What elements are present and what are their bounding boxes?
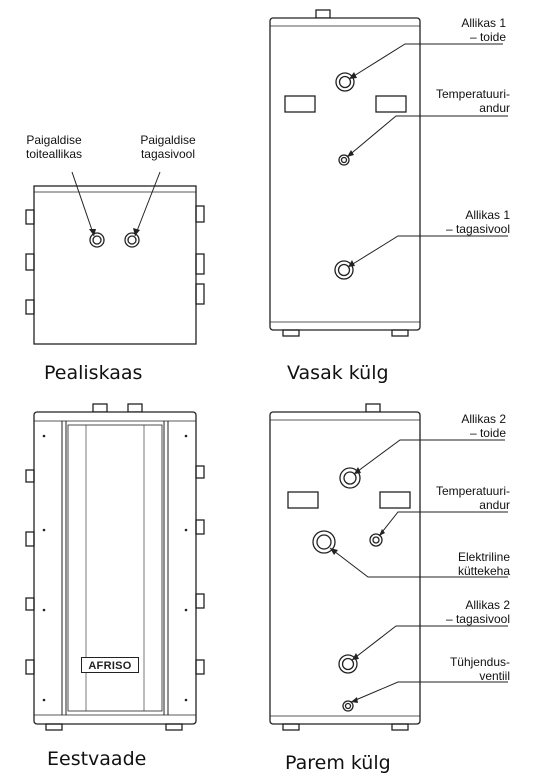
label-line: andur (479, 101, 510, 115)
left-side-drawing (269, 9, 508, 337)
right-side-drawing (269, 403, 508, 731)
label-line: Temperatuuri- (435, 484, 510, 498)
label-line: Allikas 2 (465, 598, 510, 612)
caption-top-view: Pealiskaas (44, 362, 143, 384)
right-source2-supply-port (339, 467, 361, 489)
caption-right-side: Parem külg (285, 752, 391, 774)
label-line: Temperatuuri- (435, 87, 510, 101)
label-line: – tagasivool (445, 222, 510, 236)
label-source1-supply: Allikas 1 – toide (428, 16, 506, 44)
label-line: – tagasivool (445, 612, 510, 626)
top-return-port (124, 232, 140, 248)
label-line: Allikas 2 (461, 412, 506, 426)
right-heater-port (312, 530, 336, 554)
label-source2-return: Allikas 2 – tagasivool (418, 598, 510, 626)
left-temp-sensor-port (338, 154, 350, 166)
label-line: ventiil (479, 669, 510, 683)
label-line: andur (479, 498, 510, 512)
label-line: – toide (469, 426, 506, 440)
label-line: Paigaldise (140, 133, 196, 147)
left-source1-supply-port (335, 72, 355, 92)
label-right-temp-sensor: Temperatuuri- andur (418, 484, 510, 512)
left-source1-return-port (334, 260, 354, 280)
front-view-drawing (25, 403, 205, 731)
label-line: küttekeha (457, 564, 510, 578)
label-line: tagasivool (140, 147, 196, 161)
label-line: Paigaldise (26, 133, 82, 147)
label-line: Allikas 1 (465, 208, 510, 222)
top-view-drawing (25, 171, 205, 345)
label-installation-return: Paigaldise tagasivool (118, 133, 218, 161)
label-installation-supply: Paigaldise toiteallikas (4, 133, 104, 161)
label-line: Elektriline (457, 550, 510, 564)
label-electric-heater: Elektriline küttekeha (418, 550, 510, 578)
right-drain-valve-port (342, 700, 354, 712)
caption-front-view: Eestvaade (47, 748, 147, 770)
label-line: toiteallikas (25, 147, 83, 161)
label-source1-return: Allikas 1 – tagasivool (418, 208, 510, 236)
label-line: Tühjendus- (449, 655, 510, 669)
right-source2-return-port (338, 654, 358, 674)
label-left-temp-sensor: Temperatuuri- andur (418, 87, 510, 115)
label-source2-supply: Allikas 2 – toide (428, 412, 506, 440)
top-supply-port (89, 232, 105, 248)
label-line: Allikas 1 (461, 16, 506, 30)
label-line: – toide (469, 30, 506, 44)
caption-left-side: Vasak külg (287, 362, 389, 384)
label-drain-valve: Tühjendus- ventiil (418, 655, 510, 683)
afriso-logo: AFRISO (81, 657, 139, 673)
right-temp-sensor-port (369, 533, 383, 547)
